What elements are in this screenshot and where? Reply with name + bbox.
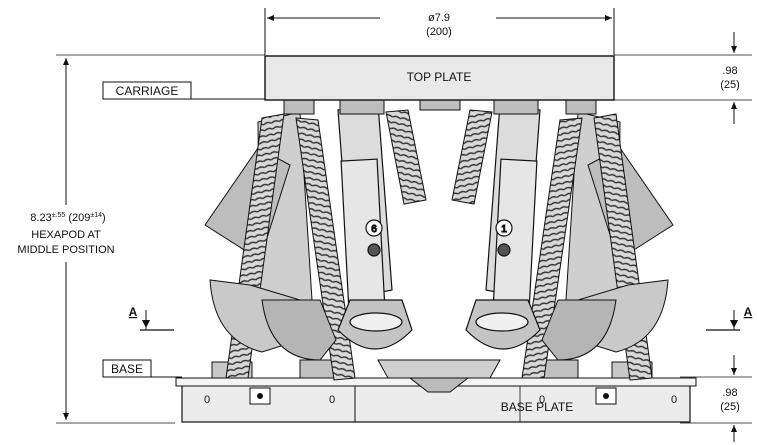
section-marker-right: A — [706, 305, 753, 331]
actuator-housing-right — [541, 279, 669, 361]
height-note-line2: MIDDLE POSITION — [17, 244, 114, 256]
base-thickness-mm: (25) — [720, 401, 740, 413]
base-callout: BASE — [102, 359, 182, 378]
inner-spring-right — [451, 109, 493, 205]
actuator-number-1: 1 — [501, 224, 507, 235]
inner-spring-left — [385, 109, 427, 205]
base-thickness-in: .98 — [722, 387, 737, 399]
base-label: BASE — [111, 362, 143, 376]
top-plate: TOP PLATE — [264, 55, 615, 101]
carriage-callout: CARRIAGE — [102, 81, 265, 100]
base-plate-label: BASE PLATE — [501, 400, 573, 414]
top-thickness-mm: (25) — [720, 79, 740, 91]
spring-right-2 — [521, 117, 583, 379]
base-thickness-dimension: .98 (25) — [680, 355, 752, 442]
top-thickness-in: .98 — [722, 65, 737, 77]
diameter-dimension: ø7.9 (200) — [264, 8, 615, 55]
section-label-right: A — [744, 305, 753, 319]
base-mark: 0 — [671, 394, 677, 406]
diameter-mm: (200) — [426, 26, 452, 38]
top-plate-label: TOP PLATE — [407, 70, 472, 84]
base-mark: 0 — [329, 394, 335, 406]
height-dimension: 8.23±.55 (209±14) HEXAPOD AT MIDDLE POSI… — [17, 54, 265, 424]
base-mark: 0 — [204, 394, 210, 406]
actuator-housing-left — [209, 279, 337, 361]
actuator-6: 6 — [337, 103, 413, 350]
top-thickness-dimension: .98 (25) — [614, 32, 752, 124]
actuator-1: 1 — [465, 103, 541, 350]
diameter-in: ø7.9 — [428, 12, 450, 24]
carriage-label: CARRIAGE — [116, 84, 179, 98]
section-label-left: A — [129, 305, 138, 319]
height-value: 8.23±.55 (209±14) — [30, 212, 105, 224]
spring-left-2 — [295, 117, 356, 381]
height-note-line1: HEXAPOD AT — [31, 229, 101, 241]
top-joints — [283, 99, 597, 115]
actuator-number-6: 6 — [371, 224, 377, 235]
base-mark: 0 — [539, 394, 545, 406]
section-marker-left: A — [129, 305, 174, 331]
